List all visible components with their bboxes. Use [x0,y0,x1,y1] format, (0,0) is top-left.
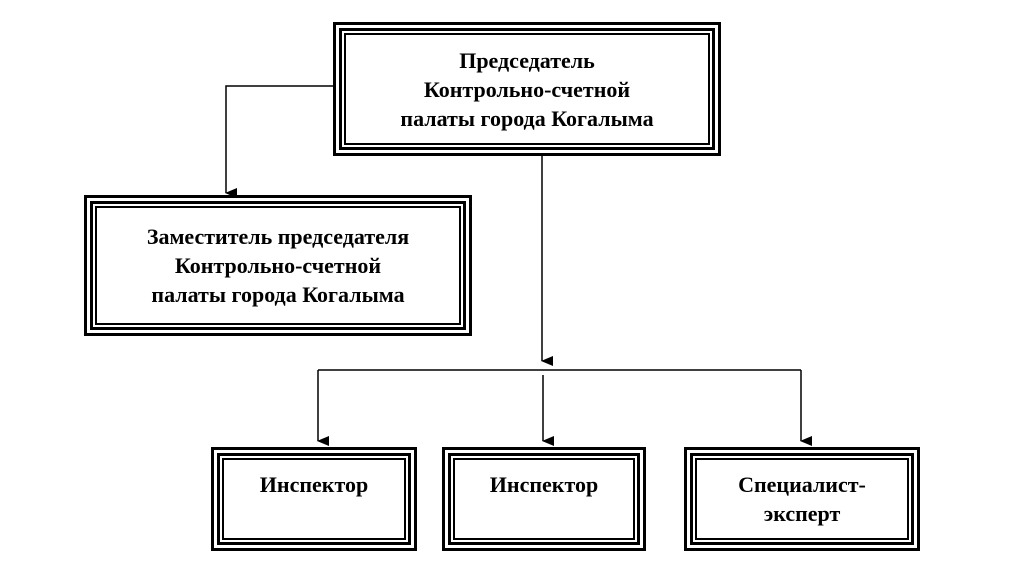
inspector-1-line-1: Инспектор [259,472,369,497]
deputy-line-2: Контрольно-счетной [174,253,382,278]
connector-chairman-to-deputy [225,85,335,198]
chairman-box: Председатель Контрольно-счетной палаты г… [333,22,721,156]
inspector-2-label: Инспектор [490,470,598,499]
chairman-line-3: палаты города Когалыма [400,105,654,131]
inspector-2-box: Инспектор [442,447,646,551]
specialist-label: Специалист- эксперт [738,470,866,528]
deputy-line-3: палаты города Когалыма [151,282,405,307]
inspector-1-label: Инспектор [260,470,368,499]
specialist-box: Специалист- эксперт [684,447,920,551]
deputy-line-1: Заместитель председателя [146,224,410,249]
chairman-label: Председатель Контрольно-счетной палаты г… [400,46,653,133]
deputy-label: Заместитель председателя Контрольно-счет… [147,222,409,309]
deputy-box: Заместитель председателя Контрольно-счет… [84,195,472,336]
specialist-line-2: эксперт [763,501,841,526]
chairman-line-2: Контрольно-счетной [423,76,631,102]
chairman-line-1: Председатель [459,47,595,73]
inspector-2-line-1: Инспектор [489,472,599,497]
inspector-1-box: Инспектор [211,447,417,551]
specialist-line-1: Специалист- [738,472,866,497]
